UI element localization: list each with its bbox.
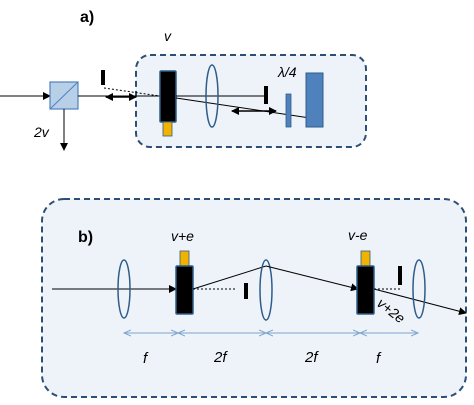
quarter-wave-label: λ/4 [277, 64, 297, 80]
lens-b3 [412, 259, 426, 319]
distance-label-2: 2f [213, 349, 228, 366]
transducer-b1 [179, 250, 190, 267]
beam-splitter-cube [49, 81, 79, 110]
mirror [305, 72, 324, 128]
panel-b: b) v+e v-e v+ [41, 198, 467, 398]
panel-a-frequency-label: v [164, 28, 172, 44]
aom1-frequency-label: v+e [171, 228, 194, 244]
panel-a-label: a) [80, 9, 94, 26]
beam-to-aom2 [265, 265, 359, 292]
output-frequency-label: 2v [33, 124, 50, 140]
output-beam-b [373, 288, 467, 316]
distance-label-3: 2f [304, 349, 319, 366]
lens-b1 [117, 259, 131, 319]
diffracted-beam-b1 [192, 265, 267, 290]
lens-a [205, 64, 219, 128]
aperture-b2 [398, 266, 402, 285]
aperture-a-right [264, 86, 268, 104]
transducer-a [162, 121, 173, 137]
aperture-a-left [101, 70, 105, 85]
panel-b-box [41, 198, 467, 398]
distance-label-1: f [143, 350, 149, 367]
distance-label-4: f [376, 350, 382, 367]
diffracted-beam-dotted [103, 87, 161, 97]
aperture-b1 [244, 283, 248, 299]
lens-b2 [259, 259, 273, 321]
panel-b-label: b) [78, 229, 93, 246]
aom2-frequency-label: v-e [348, 227, 368, 243]
transducer-b2 [360, 250, 371, 267]
acousto-optic-modulator-b2 [356, 250, 375, 315]
acousto-optic-modulator-a [159, 70, 177, 137]
panel-a: a) v 2v [0, 9, 367, 151]
acousto-optic-modulator-b1 [175, 250, 194, 315]
quarter-wave-plate [285, 93, 292, 128]
